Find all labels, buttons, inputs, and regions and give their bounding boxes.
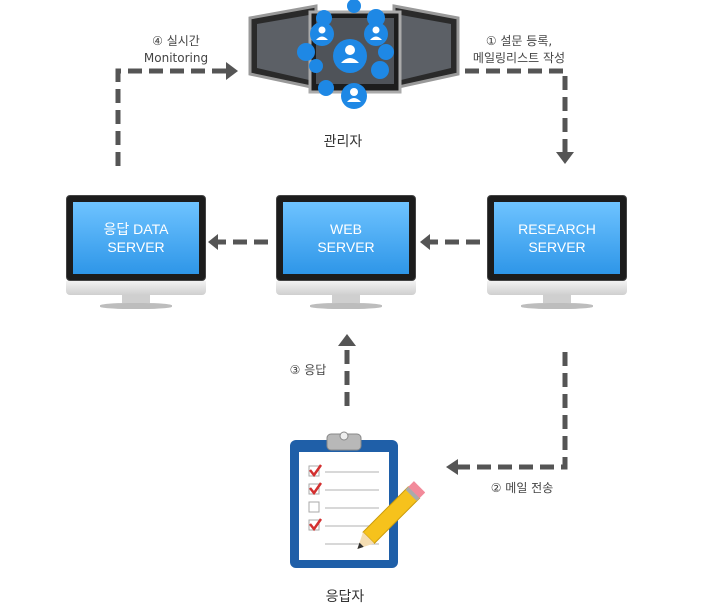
research-server-line1: RESEARCH bbox=[518, 221, 596, 237]
arrowhead-register bbox=[556, 152, 574, 164]
step1-label: ① 설문 등록,메일링리스트 작성 bbox=[472, 34, 566, 65]
arrowhead-monitoring bbox=[226, 62, 238, 80]
admin-label: 관리자 bbox=[323, 134, 363, 150]
arrow-mail bbox=[458, 352, 568, 470]
admin-illustration bbox=[248, 0, 460, 109]
arrowhead-response bbox=[338, 334, 356, 346]
arrowhead-mail bbox=[446, 459, 458, 475]
step2-label: ② 메일 전송 bbox=[490, 481, 554, 495]
web-server: WEB SERVER bbox=[276, 195, 416, 315]
arrowhead-research-to-web bbox=[420, 234, 430, 250]
arrow-register bbox=[465, 68, 568, 152]
response-data-server: 응답 DATA SERVER bbox=[66, 195, 206, 315]
user-avatars-icon bbox=[297, 0, 394, 109]
arrow-monitoring bbox=[115, 68, 226, 166]
web-server-line1: WEB bbox=[330, 221, 362, 237]
pencil-icon bbox=[357, 481, 425, 550]
arrowhead-web-to-response bbox=[208, 234, 218, 250]
research-server-line2: SERVER bbox=[528, 239, 586, 255]
research-server: RESEARCH SERVER bbox=[487, 195, 627, 315]
response-server-line1: 응답 DATA bbox=[103, 221, 169, 237]
response-server-line2: SERVER bbox=[107, 239, 165, 255]
step3-label: ③ 응답 bbox=[289, 363, 327, 377]
respondent-label: 응답자 bbox=[325, 589, 365, 605]
clipboard-icon bbox=[290, 431, 425, 568]
web-server-line2: SERVER bbox=[317, 239, 375, 255]
